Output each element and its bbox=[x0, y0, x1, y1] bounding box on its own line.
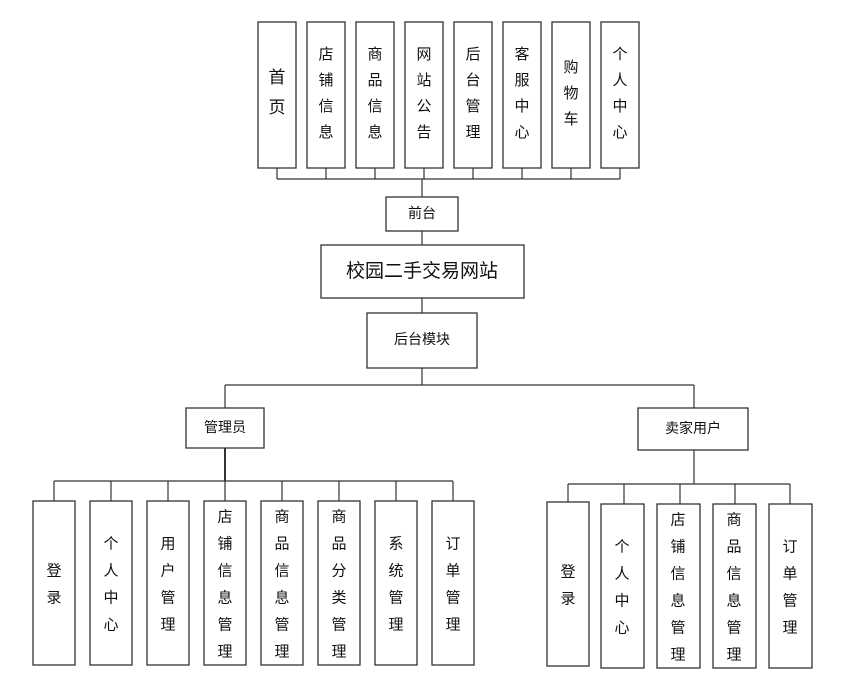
seller-node-box bbox=[637, 407, 749, 451]
admin-item-label: 个人中心 bbox=[103, 535, 118, 634]
seller-item-box bbox=[546, 501, 590, 667]
admin-item-box bbox=[89, 500, 133, 666]
frontend-item-label: 客服中心 bbox=[514, 45, 529, 141]
frontend-item-label: 购物车 bbox=[563, 58, 578, 128]
admin-item-label: 商品信息管理 bbox=[274, 508, 289, 661]
seller-item-labels: 登录 个人中心 店铺信息管理 商品信息管理 订单管理 bbox=[560, 511, 797, 664]
admin-item-box bbox=[374, 500, 418, 666]
frontend-item-box bbox=[551, 21, 591, 169]
frontend-node-box bbox=[385, 196, 459, 232]
frontend-item-label: 店铺信息 bbox=[318, 45, 333, 141]
admin-item-label: 商品分类管理 bbox=[331, 508, 346, 661]
admin-item-box bbox=[260, 500, 304, 666]
admin-item-label: 系统管理 bbox=[388, 535, 403, 634]
frontend-item-box bbox=[355, 21, 395, 169]
frontend-module-boxes: 首页 店铺信息 商品信息 网站公告 后台管理 客服中心 购物车 个人中心 bbox=[257, 21, 640, 169]
frontend-connectors bbox=[224, 168, 695, 408]
admin-item-label: 订单管理 bbox=[445, 535, 460, 634]
admin-item-box bbox=[203, 500, 247, 666]
seller-item-label: 订单管理 bbox=[782, 538, 797, 637]
frontend-item-box bbox=[502, 21, 542, 169]
frontend-item-label: 个人中心 bbox=[612, 45, 627, 141]
frontend-item-label: 网站公告 bbox=[416, 45, 431, 141]
seller-item-box bbox=[600, 503, 645, 669]
seller-item-box bbox=[656, 503, 701, 669]
admin-item-labels: 登录 个人中心 用户管理 店铺信息管理 商品信息管理 商品分类管理 系统管理 订单管理 bbox=[46, 508, 460, 661]
admin-item-label: 店铺信息管理 bbox=[217, 508, 232, 661]
backend-node-label: 后台模块 bbox=[394, 332, 450, 348]
root-node-box bbox=[320, 244, 525, 299]
frontend-item-box bbox=[404, 21, 444, 169]
admin-item-label: 登录 bbox=[46, 562, 61, 607]
seller-item-label: 个人中心 bbox=[614, 538, 629, 637]
seller-connectors bbox=[567, 450, 791, 504]
frontend-item-box bbox=[600, 21, 640, 169]
seller-module-boxes: 登录 个人中心 店铺信息管理 商品信息管理 订单管理 bbox=[546, 501, 813, 669]
frontend-item-label: 首页 bbox=[269, 68, 286, 118]
seller-item-box bbox=[712, 503, 757, 669]
frontend-node-label: 前台 bbox=[408, 205, 436, 222]
admin-item-label: 用户管理 bbox=[160, 535, 175, 634]
frontend-item-labels: 首页 店铺信息 商品信息 网站公告 后台管理 客服中心 购物车 个人中心 bbox=[269, 45, 628, 141]
seller-node-label: 卖家用户 bbox=[665, 420, 721, 437]
admin-item-box bbox=[431, 500, 475, 666]
backend-node-box bbox=[366, 312, 478, 369]
frontend-item-box bbox=[257, 21, 297, 169]
admin-item-box bbox=[317, 500, 361, 666]
frontend-item-label: 后台管理 bbox=[465, 45, 480, 141]
seller-item-box bbox=[768, 503, 813, 669]
admin-module-boxes: 登录 个人中心 用户管理 店铺信息管理 商品信息管理 商品分类管理 系统管理 订单管理 bbox=[32, 500, 475, 666]
admin-item-box bbox=[146, 500, 190, 666]
seller-item-label: 商品信息管理 bbox=[726, 511, 741, 664]
seller-item-label: 登录 bbox=[560, 563, 575, 608]
admin-connectors bbox=[53, 448, 454, 501]
root-node-label: 校园二手交易网站 bbox=[346, 260, 498, 282]
seller-item-label: 店铺信息管理 bbox=[670, 511, 685, 664]
frontend-item-label: 商品信息 bbox=[367, 45, 382, 141]
admin-node-box bbox=[185, 407, 265, 449]
frontend-item-box bbox=[453, 21, 493, 169]
frontend-item-box bbox=[306, 21, 346, 169]
admin-node-label: 管理员 bbox=[204, 420, 246, 436]
admin-item-box bbox=[32, 500, 76, 666]
